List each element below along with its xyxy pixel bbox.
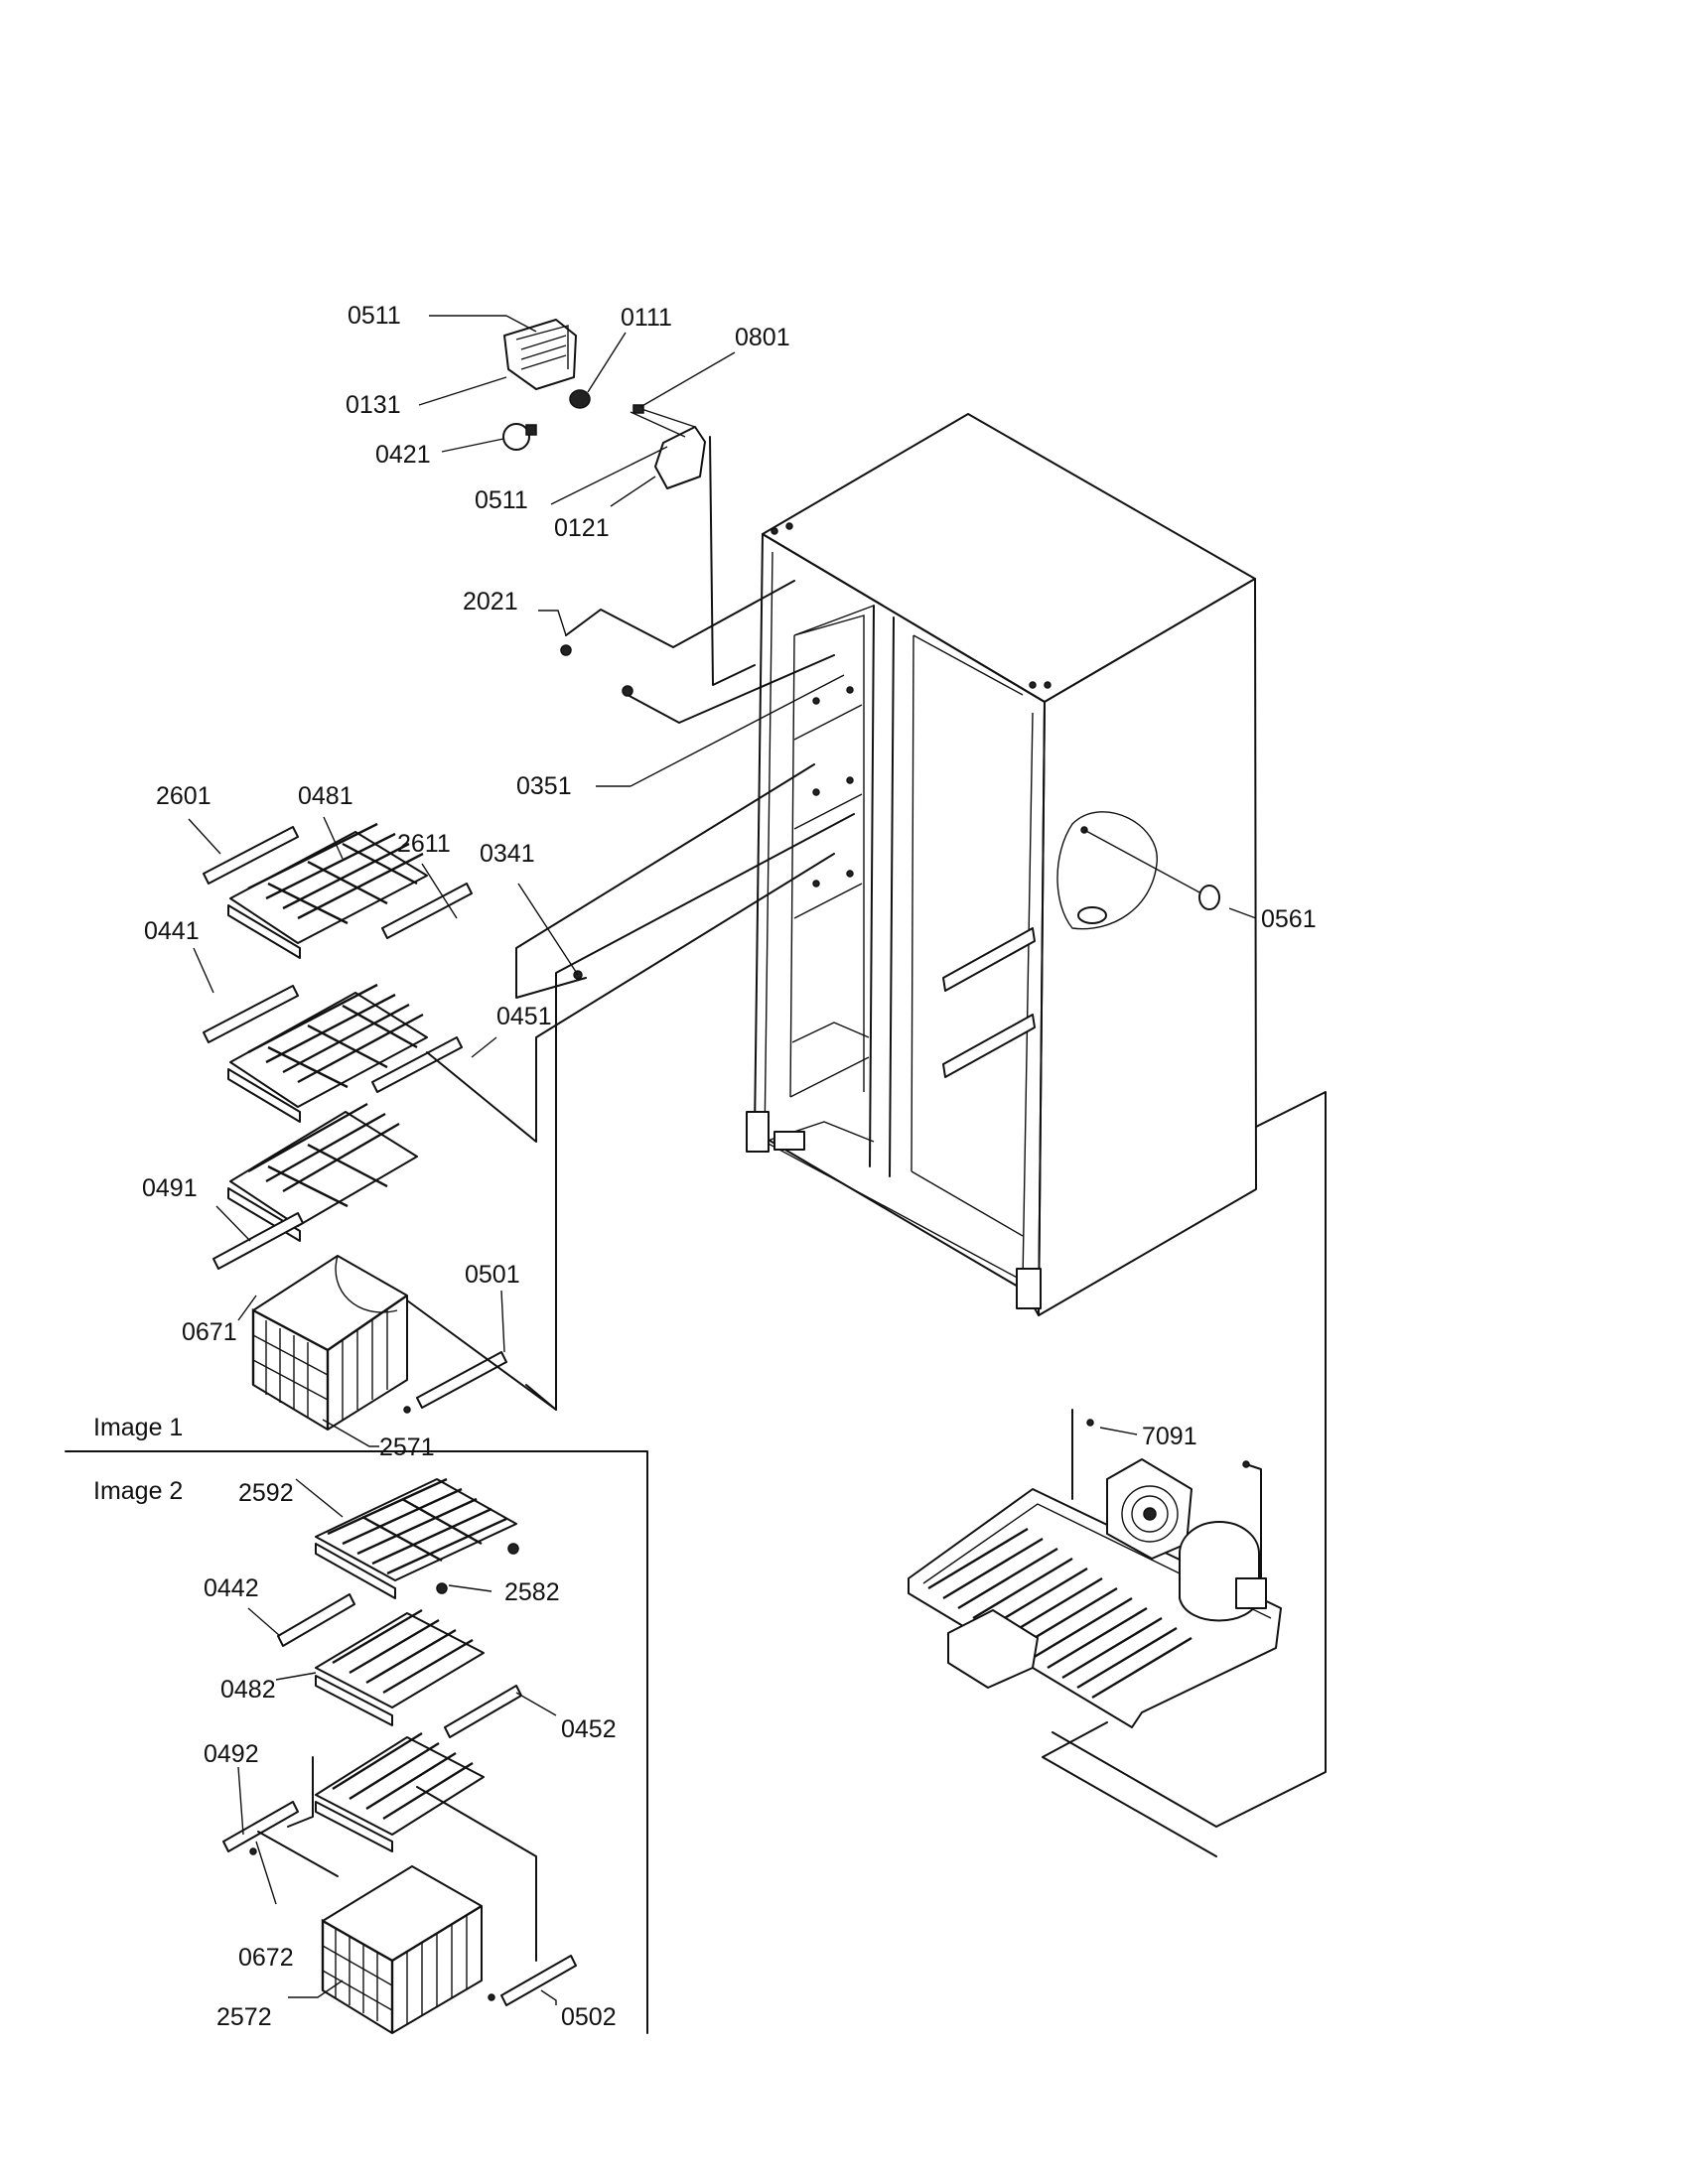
callout-0671: 0671	[182, 1318, 237, 1346]
refrigerator-cabinet	[746, 413, 1257, 1316]
shelf-2592	[315, 1477, 519, 1599]
freezer-shelf-0441	[203, 983, 463, 1123]
shelf-0482	[277, 1593, 522, 1738]
shelf-leader-lines	[406, 763, 855, 1411]
callout-0351: 0351	[516, 772, 572, 800]
callout-2592: 2592	[238, 1479, 294, 1507]
section-label-image2: Image 2	[93, 1477, 183, 1505]
callout-0511-lower: 0511	[475, 486, 528, 514]
callout-7091: 7091	[1142, 1423, 1197, 1450]
shelf-image2-3	[315, 1731, 485, 1852]
light-assembly	[502, 319, 756, 686]
callout-0451: 0451	[496, 1003, 552, 1030]
image2-box	[65, 1450, 648, 2034]
callout-0511-top: 0511	[348, 302, 401, 330]
machine-compartment	[908, 1091, 1327, 1857]
callout-0502: 0502	[561, 2003, 617, 2031]
wire-leaders	[560, 580, 835, 724]
callout-leaders	[188, 315, 1257, 2005]
callout-0421: 0421	[375, 441, 431, 469]
callout-2601: 2601	[156, 782, 211, 810]
callout-labels: 0511 0111 0801 0131 0421 0511 0121 2021 …	[142, 302, 1317, 2031]
callout-0482: 0482	[220, 1676, 276, 1704]
callout-0131: 0131	[346, 391, 401, 419]
freezer-shelf-3	[227, 1102, 418, 1242]
callout-0561: 0561	[1261, 905, 1317, 933]
callout-2021: 2021	[463, 588, 518, 615]
callout-0121: 0121	[554, 514, 610, 542]
callout-0481: 0481	[298, 782, 353, 810]
freezer-basket-2571	[212, 1212, 507, 1431]
callout-2572: 2572	[216, 2003, 272, 2031]
callout-0341: 0341	[480, 840, 535, 868]
freezer-shelf-0481	[203, 822, 473, 959]
callout-0442: 0442	[204, 1574, 259, 1602]
callout-0492: 0492	[204, 1740, 259, 1768]
callout-0801: 0801	[735, 324, 790, 351]
callout-0491: 0491	[142, 1174, 198, 1202]
callout-2611: 2611	[397, 830, 451, 858]
callout-0111: 0111	[621, 304, 672, 332]
section-label-image1: Image 1	[93, 1414, 183, 1441]
callout-0672: 0672	[238, 1944, 294, 1972]
callout-0501: 0501	[465, 1261, 520, 1289]
callout-2582: 2582	[504, 1578, 560, 1606]
basket-2572	[222, 1756, 577, 2034]
part-0561	[1083, 829, 1220, 910]
callout-0452: 0452	[561, 1715, 617, 1743]
callout-0441: 0441	[144, 917, 200, 945]
callout-2571: 2571	[379, 1433, 435, 1461]
